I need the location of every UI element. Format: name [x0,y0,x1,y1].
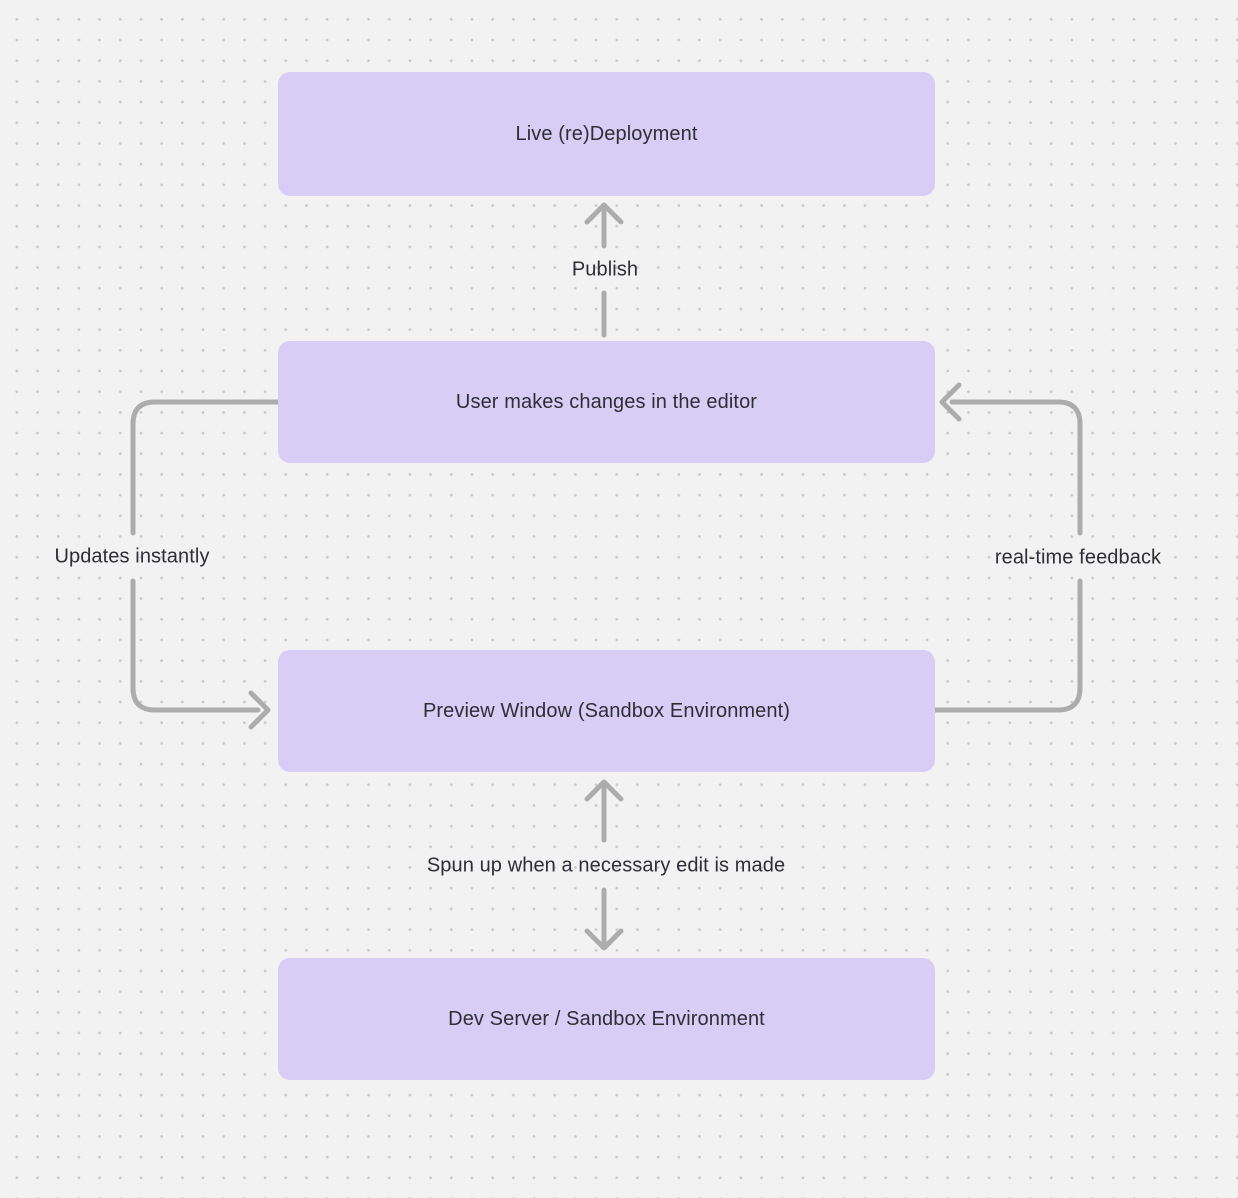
arrowhead-right-icon [248,690,271,730]
node-label: Dev Server / Sandbox Environment [448,1007,765,1030]
edge-label-updates-instantly: Updates instantly [54,545,210,568]
edge-label-spun-up: Spun up when a necessary edit is made [426,854,786,877]
arrowhead-down-icon [584,928,624,951]
node-preview-window[interactable]: Preview Window (Sandbox Environment) [278,650,935,772]
node-label: Preview Window (Sandbox Environment) [422,699,791,722]
node-live-redeployment[interactable]: Live (re)Deployment [278,72,935,196]
node-dev-server[interactable]: Dev Server / Sandbox Environment [278,958,935,1080]
node-label: Live (re)Deployment [515,122,698,145]
arrowhead-up-icon [584,779,624,802]
arrowhead-up-icon [584,202,624,225]
node-label: User makes changes in the editor [455,390,758,413]
node-user-makes-changes[interactable]: User makes changes in the editor [278,341,935,463]
edge-label-publish: Publish [571,258,639,281]
edge-label-realtime-feedback: real-time feedback [994,546,1162,569]
arrowhead-left-icon [939,382,962,422]
